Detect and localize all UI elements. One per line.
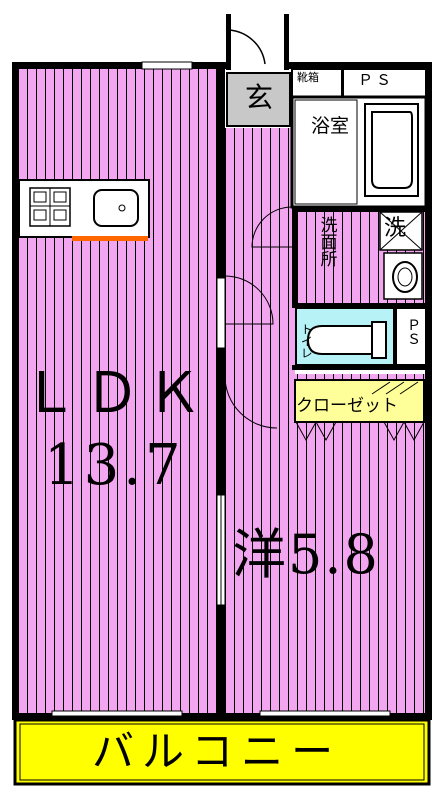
entrance-label: 玄 [244,81,273,114]
washroom-label: 洗面所 [316,216,337,267]
ldk-area-label: 13.7 [44,433,185,498]
closet-box [294,379,425,423]
bathroom-label: 浴室 [310,115,349,137]
outer-wall-left [12,62,19,720]
ldk-label: ＬＤＫ [22,361,208,426]
balcony-label: バルコニー [92,727,342,776]
shoe-cabinet-label: 靴箱 [297,71,319,84]
toilet-label: トイレ [299,323,314,359]
outer-wall-right [425,62,432,720]
kitchen-sink [93,189,139,227]
washing-machine-label: 洗 [384,216,407,241]
ps-mid-label: ＰＳ [405,318,421,346]
outer-wall-bottom [12,713,432,720]
closet-label: クローゼット [296,396,398,416]
ps-mid-box [395,307,427,366]
hallway-floor [225,128,295,374]
western-room-label: 洋5.8 [232,523,380,586]
partition-wall [217,69,225,713]
entrance-floor [226,72,291,127]
balcony-area [13,718,431,786]
ps-top-label: ＰＳ [358,71,395,89]
toilet-bowl [306,325,373,355]
ps-top-box [342,68,427,98]
outer-wall-top [12,62,228,69]
western-room-floor [225,374,426,713]
entrance-door [227,29,266,69]
ldk-floor [18,69,217,713]
